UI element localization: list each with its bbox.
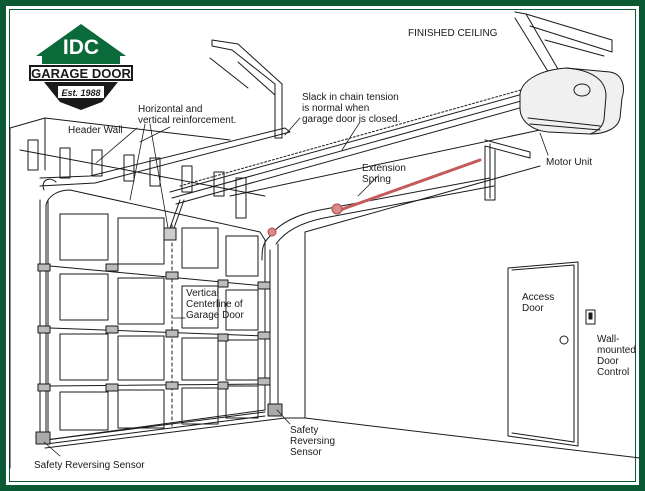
label-access-door: Access Door	[522, 292, 555, 314]
motor-unit	[514, 11, 624, 135]
label-finished-ceiling: FINISHED CEILING	[408, 28, 498, 39]
door-hinges	[37, 263, 271, 392]
extension-spring	[267, 158, 482, 237]
idc-logo: IDC GARAGE DOOR Est. 1988	[29, 24, 133, 110]
label-motor-unit: Motor Unit	[546, 157, 593, 168]
label-vertical-centerline: Vertical Centerline of Garage Door	[186, 288, 244, 321]
garage-door	[45, 189, 266, 445]
reinforcement-brace	[39, 127, 291, 187]
label-extension-spring: Extension Spring	[362, 163, 406, 185]
logo-est-bar	[58, 86, 104, 98]
logo-established: Est. 1988	[61, 88, 100, 98]
logo-band	[42, 52, 120, 64]
wall-control	[585, 309, 596, 325]
label-slack-chain: Slack in chain tension is normal when ga…	[302, 92, 401, 125]
label-safety-sensor-left: Safety Reversing Sensor	[34, 460, 145, 471]
logo-brand: IDC	[63, 36, 99, 59]
ceiling-bracket	[209, 39, 283, 139]
logo-product-bar	[29, 65, 133, 81]
header-wall-studs	[27, 139, 247, 219]
logo-product: GARAGE DOOR	[31, 66, 131, 81]
access-door	[507, 261, 579, 447]
leader-lines	[43, 117, 549, 457]
vertical-track-left	[39, 178, 57, 441]
door-arm-bracket	[163, 199, 185, 241]
label-reinforcement: Horizontal and vertical reinforcement.	[138, 104, 237, 126]
logo-roof	[36, 24, 126, 56]
label-header-wall: Header Wall	[68, 125, 123, 136]
track-hanger	[484, 139, 531, 201]
label-wall-control: Wall- mounted Door Control	[597, 334, 636, 378]
opener-rail	[169, 87, 535, 205]
vertical-track-right	[261, 235, 279, 417]
safety-sensor-left	[35, 431, 51, 445]
label-safety-sensor-right: Safety Reversing Sensor	[290, 425, 336, 458]
safety-sensor-right	[267, 403, 283, 417]
